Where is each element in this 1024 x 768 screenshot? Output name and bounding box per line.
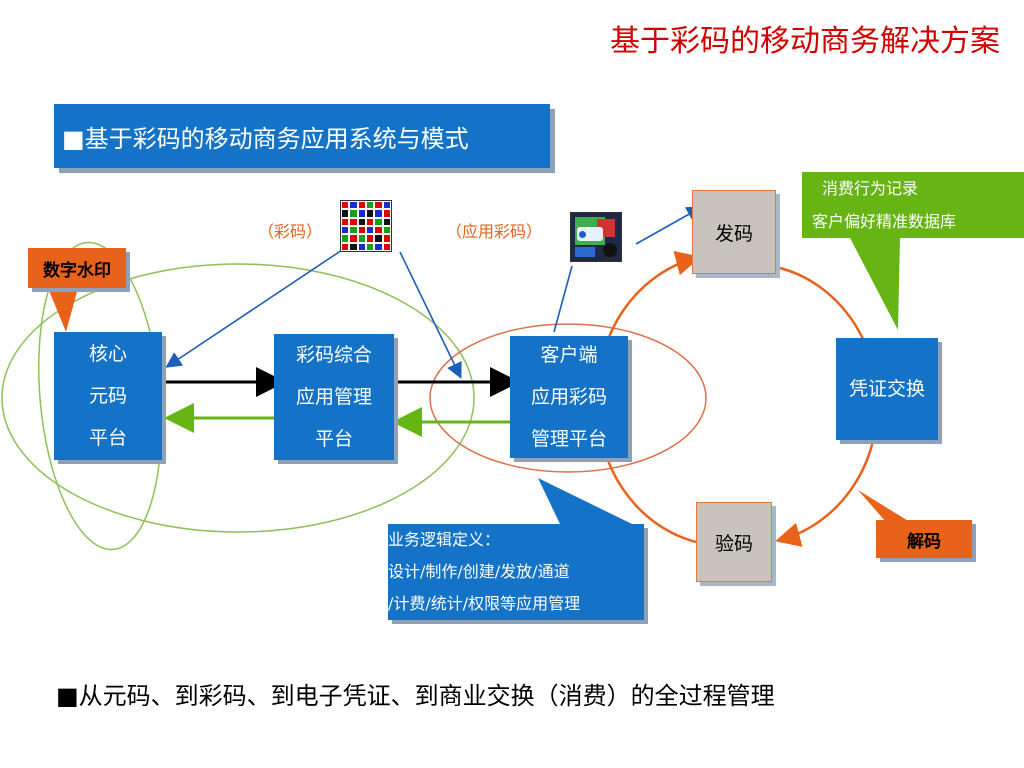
caima-cell (357, 201, 366, 210)
arrow-appcode-to-issue (635, 206, 703, 245)
orange-ellipse-client (429, 323, 707, 473)
caima-cell (365, 201, 375, 210)
decode-pointer (858, 490, 910, 522)
digital-watermark-tag: 数字水印 (28, 248, 126, 288)
issue-code-box: 发码 (692, 190, 776, 274)
blue-callout-line-3: /计费/统计/权限等应用管理 (388, 594, 581, 613)
caima-cell (365, 242, 375, 251)
green-callout-line-1: 消费行为记录 (822, 179, 919, 198)
caima-cell (349, 217, 358, 226)
caima-code-image (340, 200, 392, 252)
integrated-platform-box: 彩码综合 应用管理 平台 (274, 334, 394, 460)
integrated-line-1: 彩码综合 (295, 344, 372, 366)
label-app-caima: （应用彩码） (446, 222, 543, 241)
caima-cell (341, 217, 350, 226)
green-callout-line-2: 客户偏好精准数据库 (812, 212, 957, 231)
label-caima: （彩码） (258, 222, 323, 241)
caima-cell (349, 234, 358, 243)
caima-cell (357, 217, 366, 226)
verify-code-box: 验码 (696, 502, 772, 582)
green-ellipse-large (1, 263, 475, 533)
caima-cell (357, 225, 366, 235)
footer-summary: ■从元码、到彩码、到电子凭证、到商业交换（消费）的全过程管理 (56, 682, 775, 710)
arrow-caima-to-core (165, 249, 343, 368)
client-line-3: 管理平台 (530, 428, 607, 450)
caima-cell (382, 209, 391, 218)
caima-cell (357, 234, 366, 243)
client-line-1: 客户端 (540, 344, 598, 366)
caima-cell (382, 217, 391, 226)
caima-cell (357, 242, 366, 251)
caima-cell (341, 201, 350, 210)
caima-cell (374, 201, 383, 210)
caima-cell (374, 225, 383, 235)
green-callout: 消费行为记录 客户偏好精准数据库 (812, 172, 1022, 238)
caima-cell (374, 217, 383, 226)
caima-cell (374, 234, 383, 243)
blue-callout-line-1: 业务逻辑定义： (388, 530, 501, 549)
watermark-pointer (48, 288, 78, 332)
caima-cell (341, 225, 350, 235)
client-line-2: 应用彩码 (530, 386, 607, 408)
caima-cell (365, 234, 375, 243)
blue-callout-pointer (538, 478, 632, 524)
caima-cell (349, 225, 358, 235)
caima-cell (382, 242, 391, 251)
blue-callout: 业务逻辑定义： 设计/制作/创建/发放/通道 /计费/统计/权限等应用管理 (388, 524, 644, 620)
integrated-line-3: 平台 (314, 428, 353, 450)
caima-cell (341, 209, 350, 218)
core-line-3: 平台 (88, 427, 127, 449)
caima-cell (382, 201, 391, 210)
green-callout-shape (802, 172, 1024, 330)
client-platform-box: 客户端 应用彩码 管理平台 (510, 336, 628, 458)
caima-cell (382, 225, 391, 235)
caima-cell (341, 234, 350, 243)
app-caima-code-image (570, 212, 622, 262)
voucher-exchange-box: 凭证交换 (836, 338, 938, 440)
blue-callout-line-2: 设计/制作/创建/发放/通道 (388, 562, 570, 581)
section-banner: ■基于彩码的移动商务应用系统与模式 (54, 104, 550, 168)
line-appcode-to-client (553, 265, 573, 333)
core-line-2: 元码 (88, 385, 127, 407)
core-platform-box: 核心 元码 平台 (54, 332, 162, 460)
decode-tag: 解码 (876, 520, 972, 558)
caima-cell (341, 242, 350, 251)
integrated-line-2: 应用管理 (295, 386, 372, 408)
caima-cell (349, 242, 358, 251)
caima-cell (365, 225, 375, 235)
caima-cell (382, 234, 391, 243)
page-title: 基于彩码的移动商务解决方案 (610, 24, 1000, 59)
arrow-caima-to-client (399, 251, 462, 379)
caima-cell (349, 209, 358, 218)
caima-cell (349, 201, 358, 210)
caima-cell (365, 209, 375, 218)
core-line-1: 核心 (88, 343, 127, 365)
caima-cell (374, 209, 383, 218)
caima-cell (365, 217, 375, 226)
caima-cell (357, 209, 366, 218)
caima-cell (374, 242, 383, 251)
